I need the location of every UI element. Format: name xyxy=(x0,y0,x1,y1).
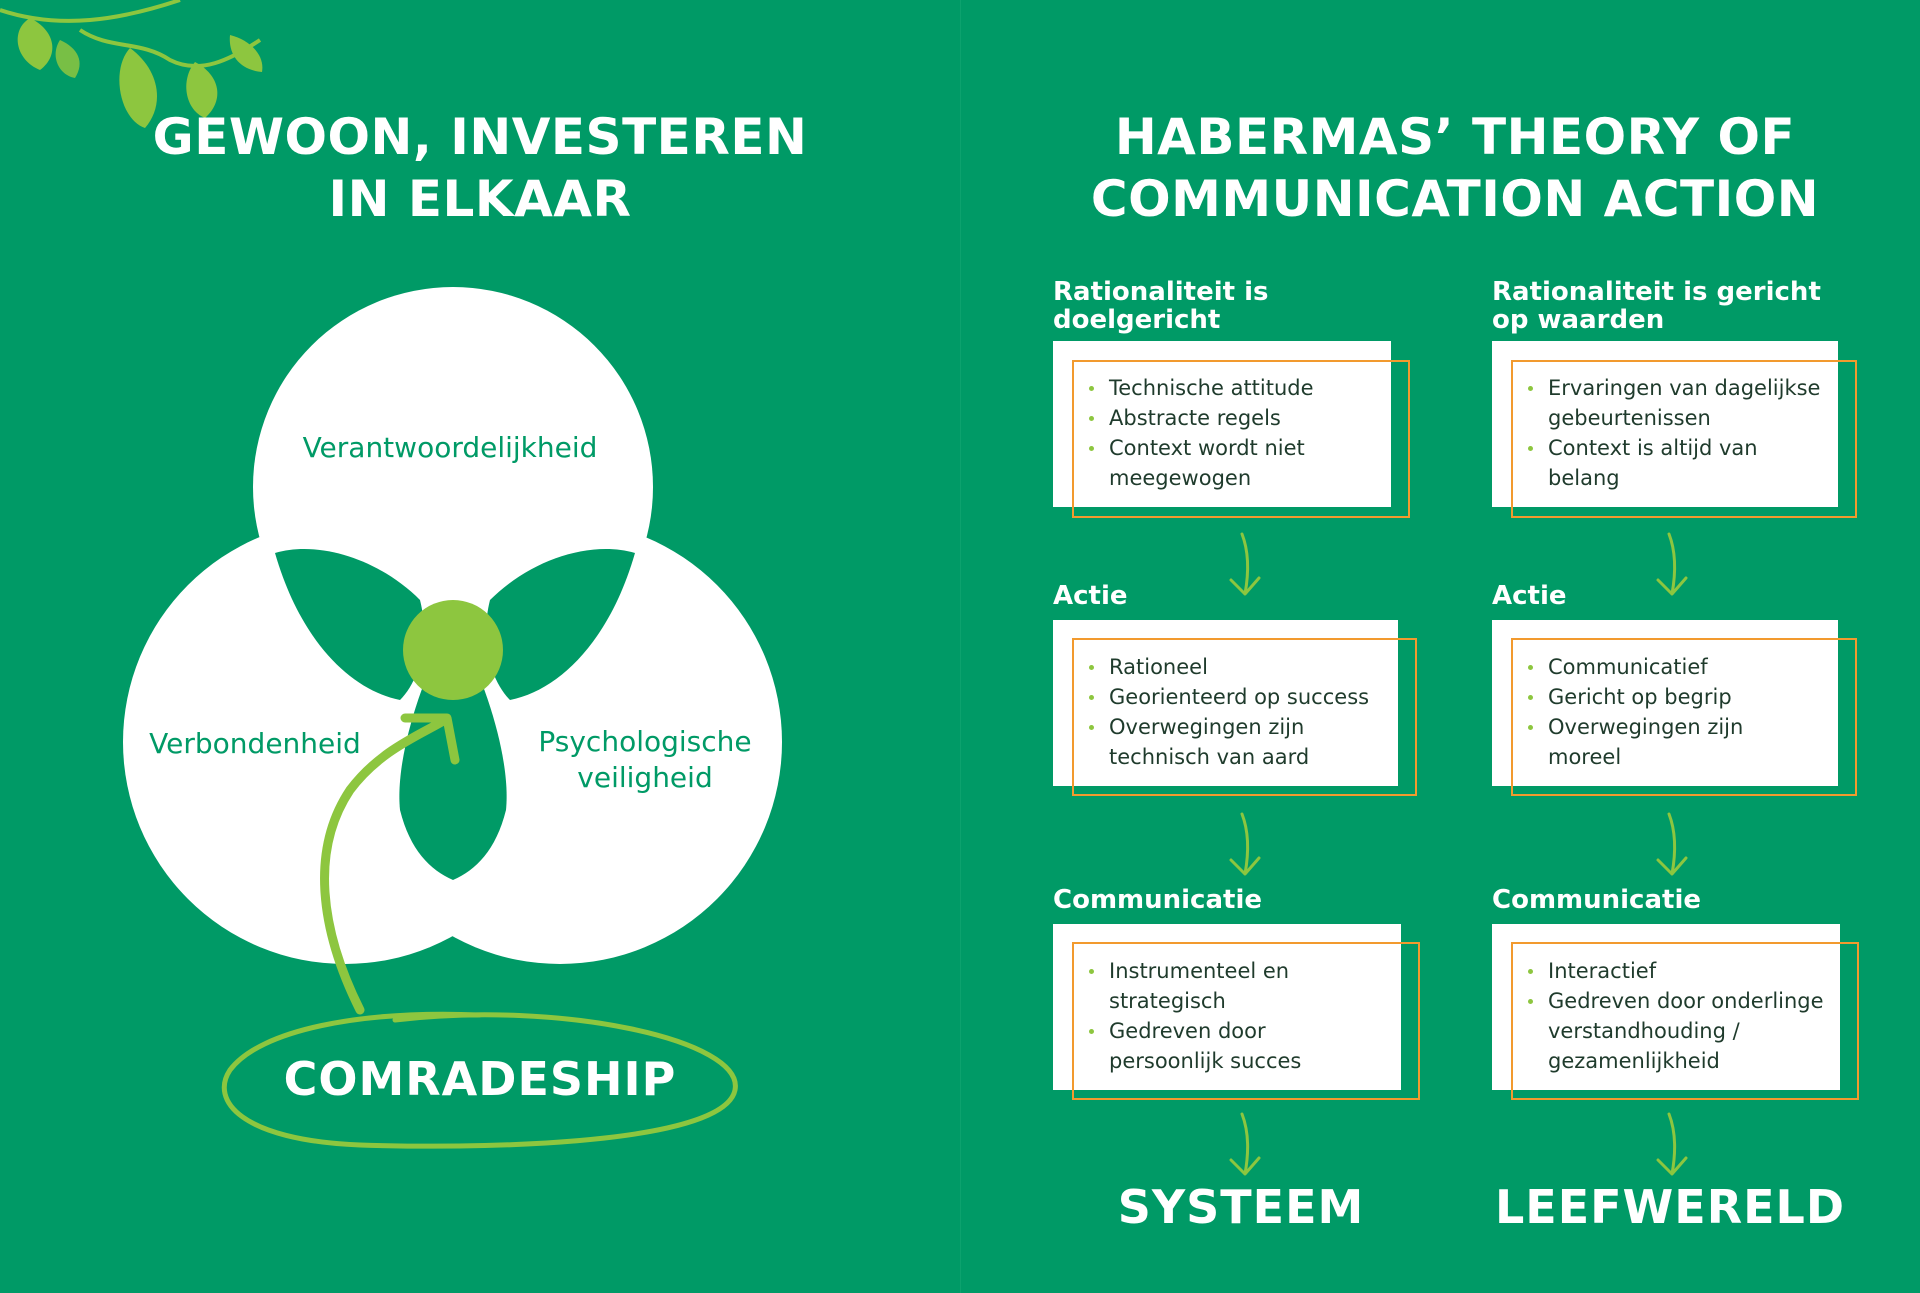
venn-center-dot xyxy=(403,600,503,700)
outcome-leefwereld: LEEFWERELD xyxy=(1494,1180,1846,1234)
col1-action-head: Actie xyxy=(1053,581,1128,611)
arrow-down-icon xyxy=(1229,1112,1261,1176)
col1-head-line1: Rationaliteit is xyxy=(1053,277,1269,307)
growth-arrow-head xyxy=(400,713,460,765)
label-right-line1: Psychologische xyxy=(538,725,752,758)
arrow-down-icon xyxy=(1656,1112,1688,1176)
col2-head: Rationaliteit is gericht op waarden xyxy=(1492,278,1821,334)
col2-head-line2: op waarden xyxy=(1492,305,1665,335)
col2-action-head: Actie xyxy=(1492,581,1567,611)
venn-diagram xyxy=(123,287,782,1149)
list-item: Communicatief xyxy=(1526,652,1743,682)
arrow-down-icon xyxy=(1656,812,1688,876)
growth-arrow-line xyxy=(320,715,450,1015)
label-verbondenheid: Verbondenheid xyxy=(149,727,361,760)
list-item: Rationeel xyxy=(1087,652,1369,682)
col1-comm-head: Communicatie xyxy=(1053,885,1262,915)
list-item: Technische attitude xyxy=(1087,373,1314,403)
leaf-decoration-icon xyxy=(0,0,263,128)
col2-head-line1: Rationaliteit is gericht xyxy=(1492,277,1821,307)
col1-box2: Rationeel Georienteerd op success Overwe… xyxy=(1053,620,1398,786)
list-item: Georienteerd op success xyxy=(1087,682,1369,712)
left-title-line1: GEWOON, INVESTEREN xyxy=(152,108,808,166)
col2-box3-frame xyxy=(1511,942,1859,1100)
comradeship-ellipse xyxy=(221,1011,738,1149)
left-title-line2: IN ELKAAR xyxy=(328,170,632,228)
arrow-down-icon xyxy=(1229,532,1261,596)
comradeship-label: COMRADESHIP xyxy=(283,1052,677,1106)
col2-comm-head: Communicatie xyxy=(1492,885,1701,915)
arrow-down-icon xyxy=(1656,532,1688,596)
list-item: Interactief xyxy=(1526,956,1824,986)
label-right-line2: veiligheid xyxy=(577,761,713,794)
list-item: Gericht op begrip xyxy=(1526,682,1743,712)
col1-box2-frame xyxy=(1072,638,1417,796)
page-divider xyxy=(960,0,961,1293)
right-title-line1: HABERMAS’ THEORY OF xyxy=(1114,108,1796,166)
col2-box2: Communicatief Gericht op begrip Overwegi… xyxy=(1492,620,1838,786)
arrow-down-icon xyxy=(1229,812,1261,876)
list-item: Abstracte regels xyxy=(1087,403,1314,433)
col1-box3-frame xyxy=(1072,942,1420,1100)
col2-box2-frame xyxy=(1511,638,1857,796)
right-title-line2: COMMUNICATION ACTION xyxy=(1090,170,1820,228)
col2-box1-frame xyxy=(1511,360,1857,518)
right-title: HABERMAS’ THEORY OF COMMUNICATION ACTION xyxy=(1010,106,1900,230)
venn-overlap-right-petal xyxy=(486,549,635,700)
left-title: GEWOON, INVESTEREN IN ELKAAR xyxy=(70,106,890,230)
label-psychologische-veiligheid: Psychologische veiligheid xyxy=(520,724,770,796)
label-verantwoordelijkheid: Verantwoordelijkheid xyxy=(302,431,598,464)
col1-head-line2: doelgericht xyxy=(1053,305,1221,335)
col1-box1: Technische attitude Abstracte regels Con… xyxy=(1053,341,1391,507)
outcome-systeem: SYSTEEM xyxy=(1117,1180,1365,1234)
col1-head: Rationaliteit is doelgericht xyxy=(1053,278,1269,334)
venn-overlap-left-petal xyxy=(275,549,424,700)
col1-box1-frame xyxy=(1072,360,1410,518)
